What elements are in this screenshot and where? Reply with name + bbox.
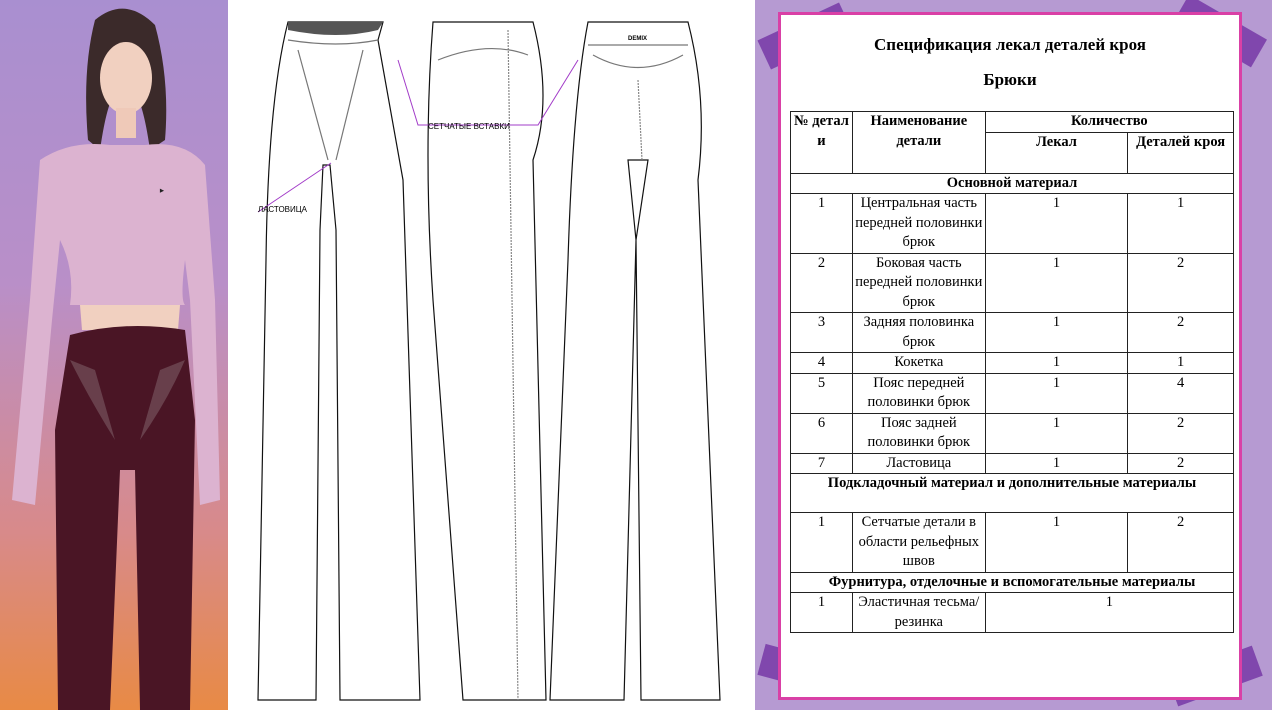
cell-num: 7 [790, 452, 853, 474]
cell-num: 1 [790, 512, 853, 573]
cell-patterns: 1 [984, 252, 1129, 313]
cell-pieces: 4 [1127, 372, 1234, 414]
label-gusset: ЛАСТОВИЦА [258, 205, 308, 214]
specification-panel: Спецификация лекал деталей кроя Брюки № … [755, 0, 1272, 710]
cell-patterns: 1 [984, 512, 1129, 573]
top-logo: ▶ [159, 188, 165, 194]
spec-sheet: Спецификация лекал деталей кроя Брюки № … [778, 12, 1242, 700]
cell-num: 2 [790, 252, 853, 313]
spec-table: № детал и Наименование детали Количество… [790, 111, 1235, 633]
cell-patterns: 1 [984, 372, 1129, 414]
header-name: Наименование детали [851, 111, 986, 174]
technical-drawing: СЕТЧАТЫЕ ВСТАВКИ ЛАСТОВИЦА DEMIX [228, 0, 755, 710]
cell-name: Сетчатые детали в области рельефных швов [851, 512, 986, 573]
cell-num: 5 [790, 372, 853, 414]
fashion-illustration: ▶ [0, 0, 228, 710]
cell-total: 1 [984, 592, 1235, 633]
header-num: № детал и [790, 111, 853, 174]
cell-patterns: 1 [984, 193, 1129, 254]
header-pieces: Деталей кроя [1127, 131, 1234, 174]
cell-pieces: 2 [1127, 452, 1234, 474]
cell-name: Центральная часть передней половинки брю… [851, 193, 986, 254]
label-mesh-inserts: СЕТЧАТЫЕ ВСТАВКИ [428, 122, 510, 131]
cell-patterns: 1 [984, 312, 1129, 353]
cell-name: Кокетка [851, 352, 986, 374]
waistband-logo: DEMIX [628, 36, 647, 42]
cell-pieces: 1 [1127, 352, 1234, 374]
cell-pieces: 2 [1127, 312, 1234, 353]
cell-name: Боковая часть передней половинки брюк [851, 252, 986, 313]
cell-num: 4 [790, 352, 853, 374]
cell-patterns: 1 [984, 352, 1129, 374]
cell-name: Пояс передней половинки брюк [851, 372, 986, 414]
cell-num: 1 [790, 193, 853, 254]
cell-num: 6 [790, 412, 853, 454]
cell-pieces: 2 [1127, 412, 1234, 454]
cell-name: Эластичная тесьма/резинка [851, 592, 986, 633]
header-patterns: Лекал [984, 131, 1129, 174]
section-header: Основной материал [790, 172, 1234, 194]
cell-pieces: 1 [1127, 193, 1234, 254]
header-qty: Количество [984, 111, 1235, 133]
cell-pieces: 2 [1127, 512, 1234, 573]
spec-title: Спецификация лекал деталей кроя [874, 35, 1146, 54]
cell-patterns: 1 [984, 412, 1129, 454]
section-header: Фурнитура, отделочные и вспомогательные … [790, 571, 1234, 593]
spec-subtitle: Брюки [983, 70, 1037, 89]
cell-num: 3 [790, 312, 853, 353]
cell-num: 1 [790, 592, 853, 633]
cell-name: Ластовица [851, 452, 986, 474]
cell-name: Задняя половинка брюк [851, 312, 986, 353]
section-header: Подкладочный материал и дополнительные м… [790, 473, 1234, 513]
cell-pieces: 2 [1127, 252, 1234, 313]
cell-name: Пояс задней половинки брюк [851, 412, 986, 454]
cell-patterns: 1 [984, 452, 1129, 474]
